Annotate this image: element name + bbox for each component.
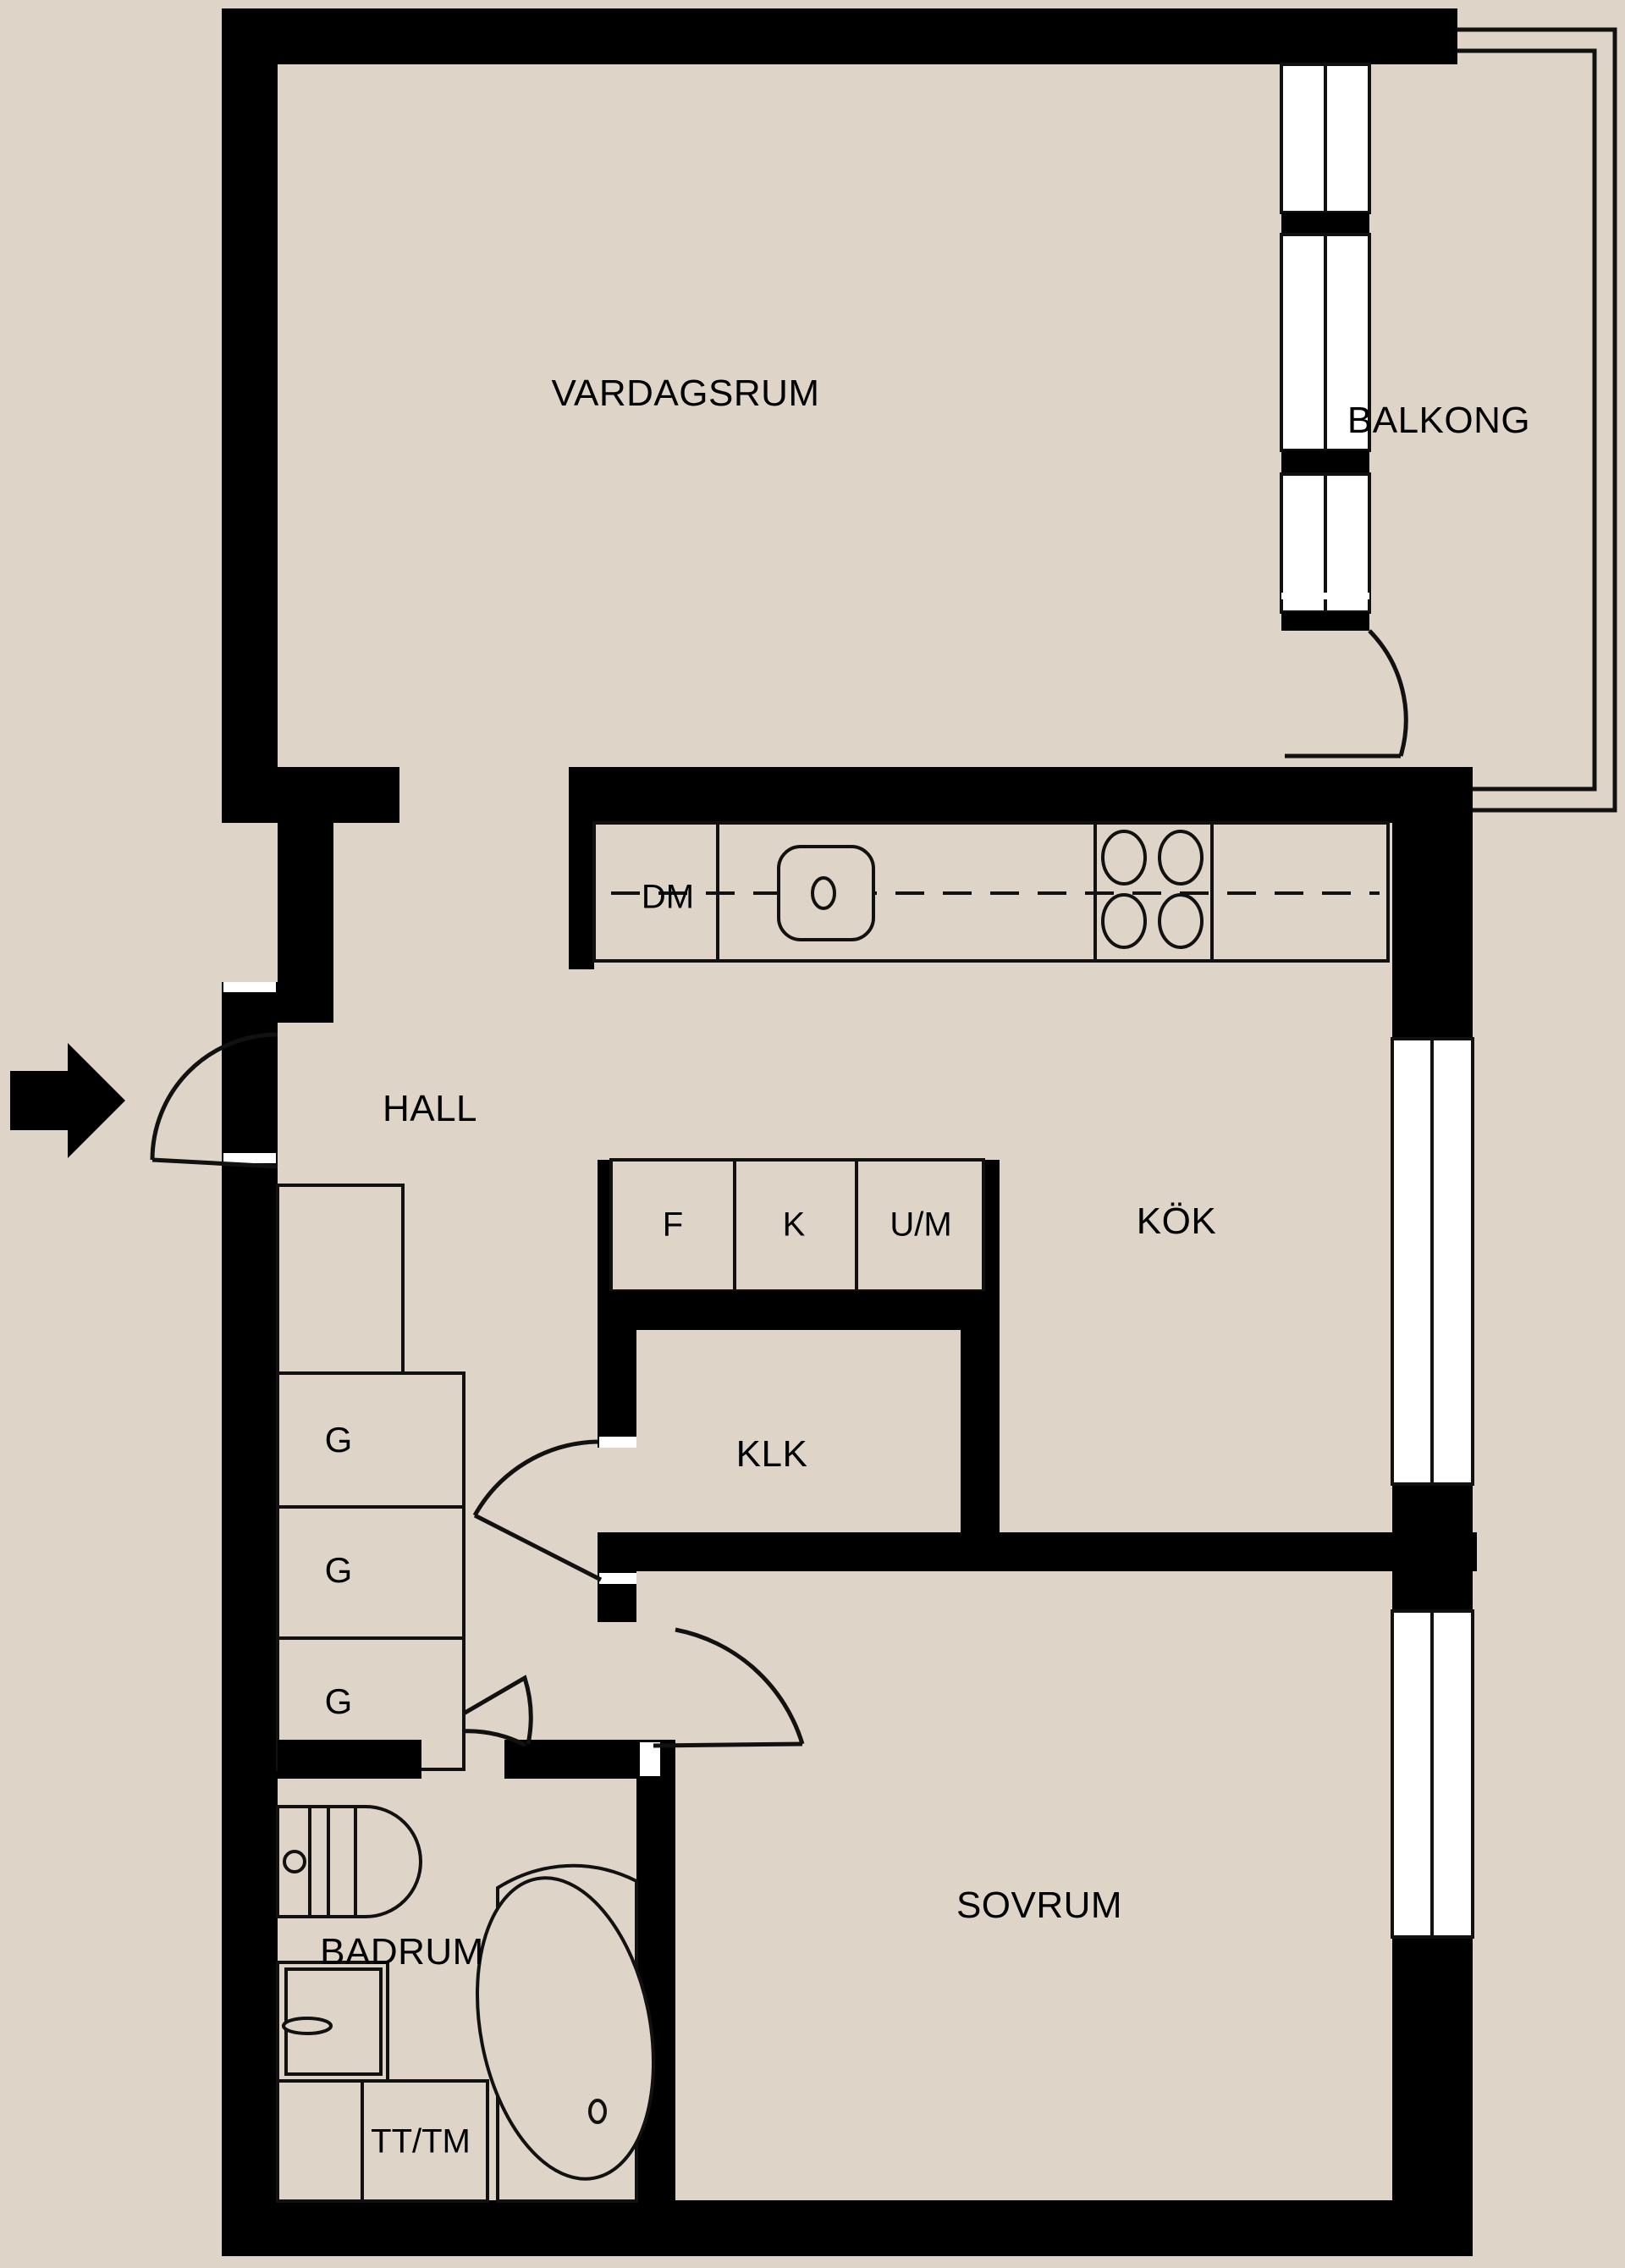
oval-bathtub bbox=[476, 1863, 655, 2203]
four-burner-stove bbox=[1101, 830, 1204, 949]
klk-north-wall bbox=[598, 1291, 1000, 1330]
bathroom-fixtures bbox=[276, 1805, 655, 2203]
hall-bath-wall bbox=[278, 1740, 421, 1779]
room-label-sovrum: SOVRUM bbox=[956, 1884, 1123, 1926]
room-label-klk: KLK bbox=[735, 1433, 808, 1475]
sink-basin bbox=[777, 845, 875, 941]
room-label-vardagsrum: VARDAGSRUM bbox=[551, 372, 820, 414]
fixture-label-wardrobe-1: G bbox=[324, 1420, 353, 1460]
fixture-label-wardrobe-2: G bbox=[324, 1550, 353, 1590]
hall-storage bbox=[276, 1184, 465, 1771]
fixture-label-dishwasher: DM bbox=[641, 878, 695, 916]
door-swings bbox=[150, 629, 1408, 1748]
wash-basin bbox=[276, 1961, 389, 2083]
kitchen-counter bbox=[592, 821, 1390, 963]
wc-toilet bbox=[276, 1805, 422, 1918]
bedroom-window bbox=[1391, 1609, 1474, 1939]
room-label-balkong: BALKONG bbox=[1347, 400, 1531, 441]
kitchen-window bbox=[1391, 1037, 1474, 1486]
fixture-label-washer-dryer: TT/TM bbox=[371, 2122, 471, 2160]
fixture-label-freezer: K bbox=[782, 1206, 806, 1244]
room-label-kok: KÖK bbox=[1136, 1200, 1217, 1242]
kitchen-tall-cabinets bbox=[609, 1158, 985, 1293]
fixture-label-oven-micro: U/M bbox=[890, 1206, 952, 1244]
room-label-hall: HALL bbox=[382, 1088, 478, 1129]
fixture-label-wardrobe-3: G bbox=[324, 1681, 353, 1721]
room-label-badrum: BADRUM bbox=[320, 1931, 484, 1973]
balcony-window-assembly bbox=[1280, 63, 1371, 631]
walls bbox=[222, 8, 1477, 2256]
balcony-railing bbox=[1449, 27, 1617, 813]
fixture-label-fridge: F bbox=[662, 1206, 684, 1244]
entrance-direction-arrow bbox=[10, 1043, 125, 1158]
